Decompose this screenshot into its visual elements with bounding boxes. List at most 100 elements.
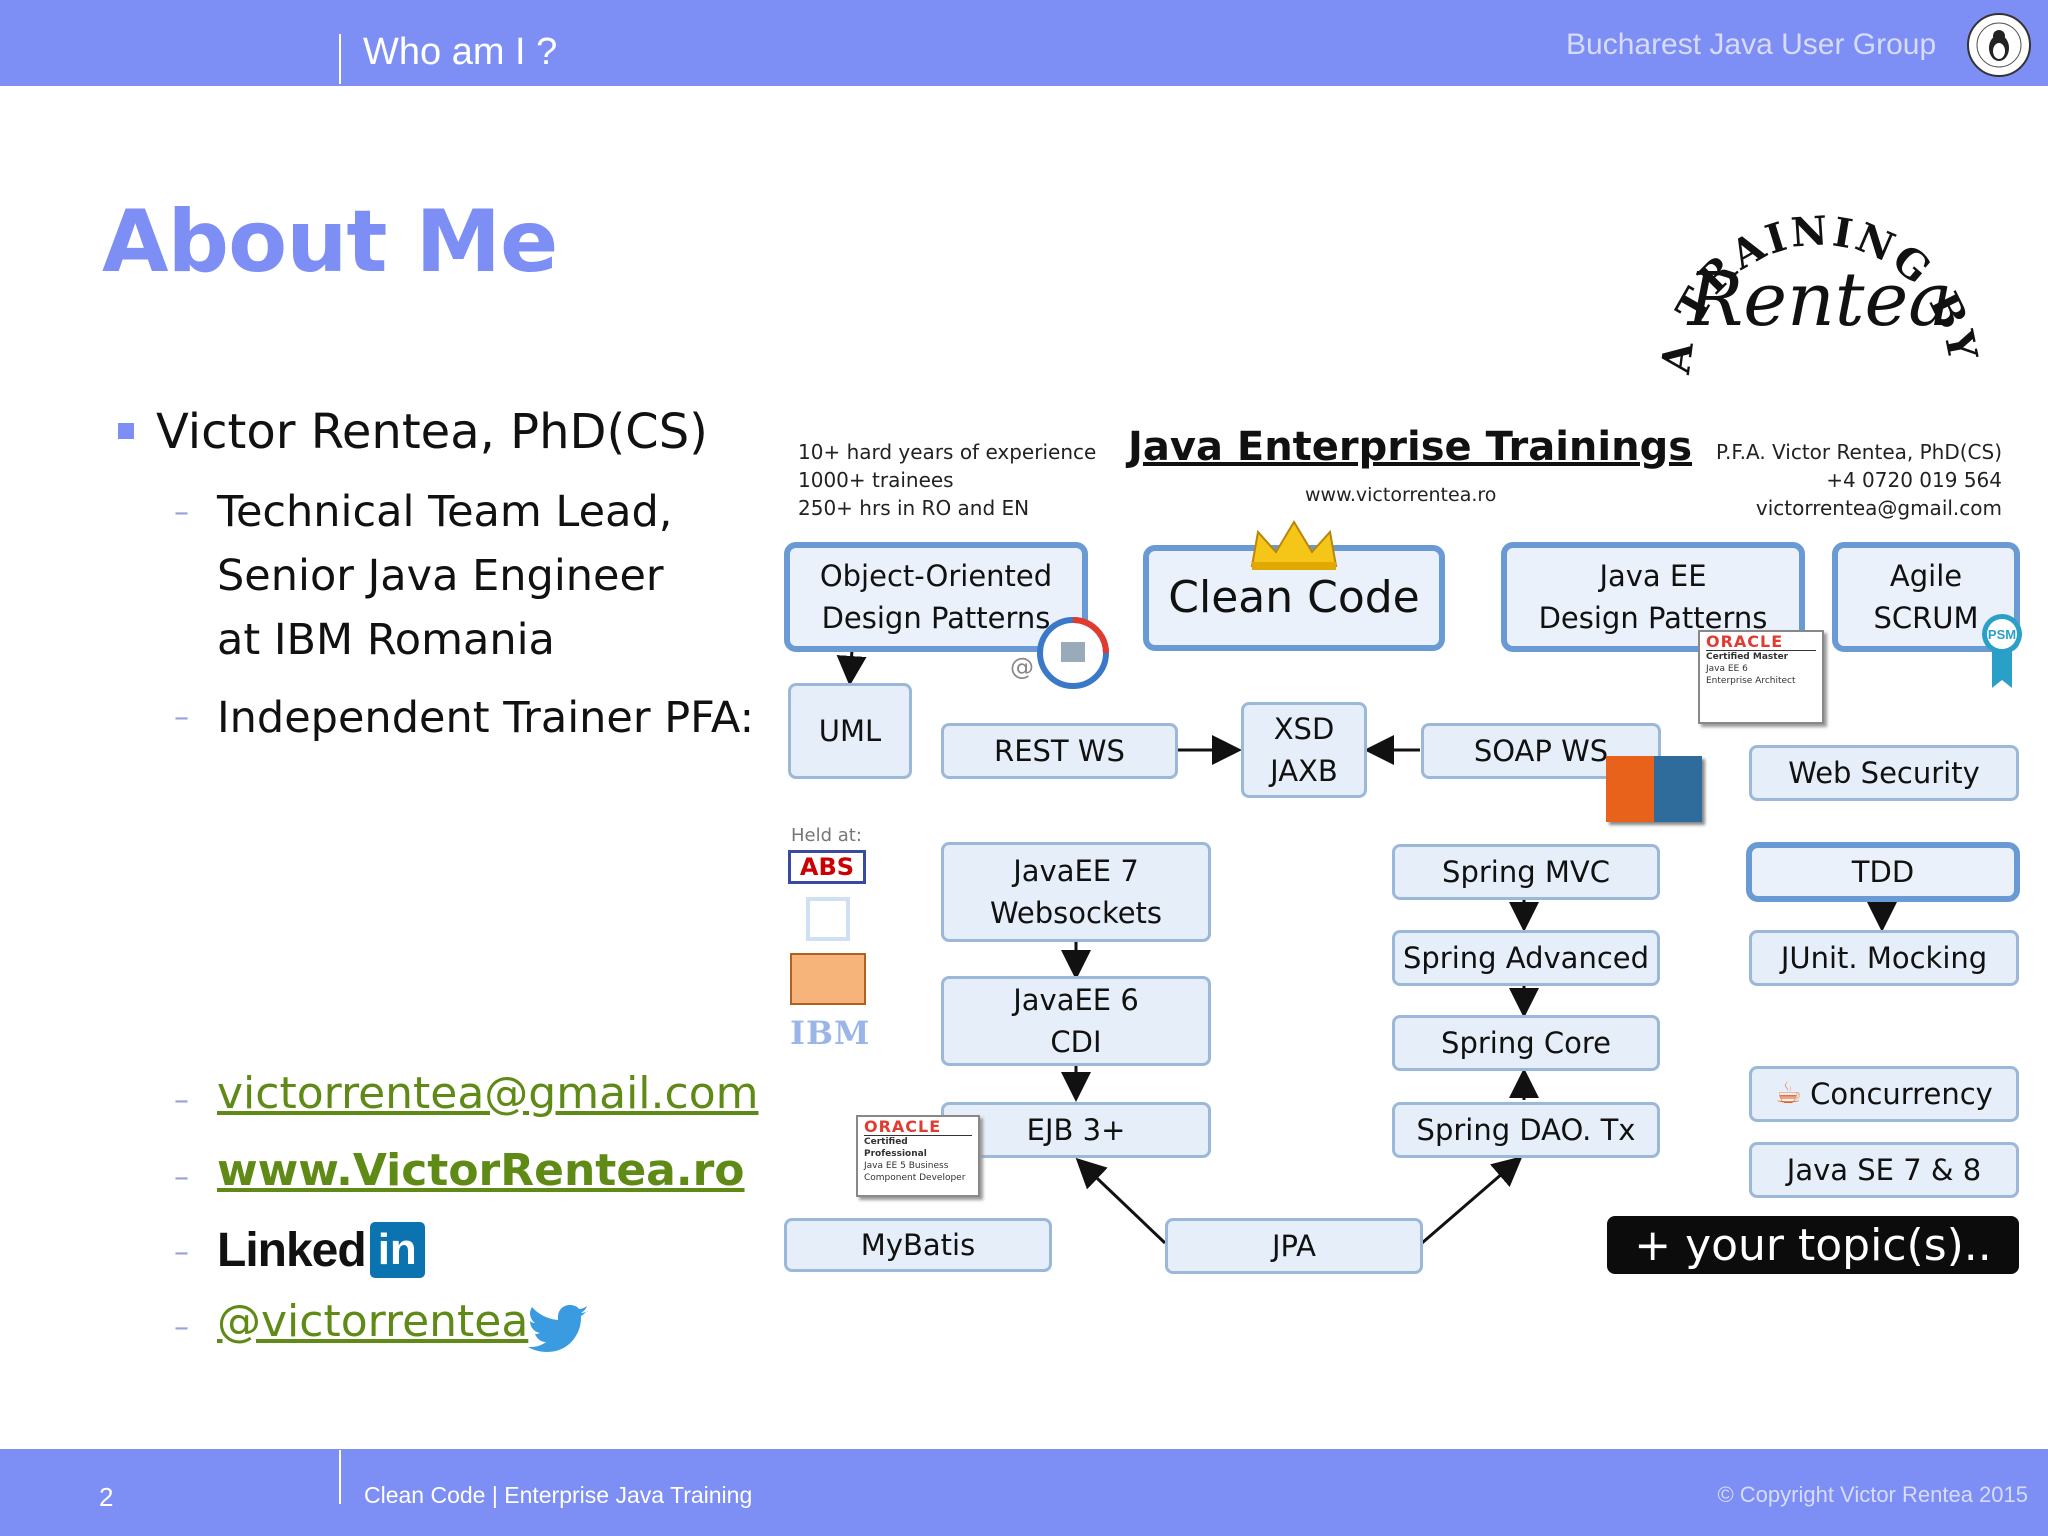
email-link[interactable]: victorrentea@gmail.com [217,1068,759,1119]
java-cup-icon: ☕ [1775,1076,1803,1111]
psm-label: PSM [1988,627,2016,642]
box-line: Object-Oriented [819,559,1053,593]
cert-line: Certified Master [1706,650,1816,663]
bullet-name: Victor Rentea, PhD(CS) [156,404,708,460]
diagram-title: Java Enterprise Trainings [1128,424,1693,470]
arrow-oodp-uml [836,649,867,686]
slide-title: About Me [102,192,558,292]
box-javaee6: JavaEE 6 CDI [941,976,1211,1066]
sun-java-cert-icon [1606,756,1702,822]
box-agile: Agile SCRUM [1832,542,2020,652]
header-section-title: Who am I ? [363,31,558,73]
oracle-cert-master: ORACLE Certified Master Java EE 6 Enterp… [1698,630,1824,724]
role-line: Technical Team Lead, [217,487,673,537]
box-uml: UML [788,683,912,779]
box-spring-dao: Spring DAO. Tx [1392,1102,1660,1158]
website-link[interactable]: www.VictorRentea.ro [217,1145,745,1196]
box-javase: Java SE 7 & 8 [1749,1142,2019,1198]
box-websec: Web Security [1749,745,2019,801]
header-group-name: Bucharest Java User Group [1566,28,1937,61]
box-jpa: JPA [1165,1218,1423,1274]
politehnica-logo-icon [1037,617,1109,689]
cert-line: Component Developer [864,1173,966,1183]
oracle-logo: ORACLE [1706,632,1784,651]
cert-line: Certified Professional [864,1135,972,1160]
role-line: Senior Java Engineer [217,551,664,601]
bullet-trainer: Independent Trainer PFA: [217,693,755,743]
deutsche-bank-logo-icon [806,897,850,941]
diagram-right-info: P.F.A. Victor Rentea, PhD(CS) +4 0720 01… [1640,438,2002,522]
dash-marker: – [174,1310,189,1345]
dash-marker: – [174,1160,189,1195]
box-line: JavaEE 7 [1013,854,1139,888]
info-line: P.F.A. Victor Rentea, PhD(CS) [1716,440,2002,464]
footer-separator [339,1450,341,1504]
held-at-label: Held at: [791,825,862,846]
box-rest: REST WS [941,723,1178,779]
dash-marker: – [174,1235,189,1270]
linkedin-icon: in [369,1222,425,1278]
header-bar [0,0,2048,86]
box-line: CDI [1050,1025,1102,1059]
info-line: 250+ hrs in RO and EN [798,496,1030,520]
footer-copyright: © Copyright Victor Rentea 2015 [1717,1482,2028,1507]
box-line: Design Patterns [1538,601,1768,635]
box-javaee7: JavaEE 7 Websockets [941,842,1211,942]
bullet-role: Technical Team Lead, Senior Java Enginee… [217,480,672,672]
box-line: Concurrency [1810,1077,1993,1111]
dash-marker: – [174,700,189,735]
cert-line: Enterprise Architect [1706,676,1796,686]
box-line: SCRUM [1873,601,1979,635]
footer-course: Clean Code | Enterprise Java Training [364,1482,753,1508]
box-ejb: EJB 3+ [941,1102,1211,1158]
dash-marker: – [174,1083,189,1118]
ing-lion-logo-icon [790,953,866,1005]
box-junit: JUnit. Mocking [1749,930,2019,986]
diagram-url: www.victorrentea.ro [1305,484,1497,506]
twitter-bird-icon [528,1305,588,1352]
box-xsd: XSD JAXB [1241,702,1367,798]
box-line: JavaEE 6 [1013,983,1139,1017]
twitter-link[interactable]: @victorrentea [217,1296,529,1347]
oracle-cert-professional: ORACLE Certified Professional Java EE 5 … [856,1115,980,1197]
page-number: 2 [99,1482,114,1512]
bullet-marker [118,423,134,439]
role-line: at IBM Romania [217,615,555,665]
box-concurrency: ☕ Concurrency [1749,1066,2019,1122]
info-line: 1000+ trainees [798,468,954,492]
header-separator [339,34,341,84]
box-line: Websockets [989,896,1163,930]
at-icon: @ [1010,653,1034,681]
box-line: Agile [1889,559,1963,593]
box-oodp: Object-Oriented Design Patterns [784,542,1088,652]
crown-icon [1250,520,1338,570]
box-your-topic: + your topic(s).. [1607,1216,2019,1274]
box-line: JAXB [1270,754,1338,788]
box-spring-core: Spring Core [1392,1015,1660,1071]
logo-signature: Rentea [1686,257,1953,343]
diagram-left-info: 10+ hard years of experience 1000+ train… [798,438,1096,522]
box-line: XSD [1273,712,1335,746]
linkedin-link[interactable]: Linked in [217,1222,425,1278]
arrow-jpa-dao [1421,1156,1523,1245]
box-mybatis: MyBatis [784,1218,1052,1272]
jug-logo-icon [1967,13,2031,77]
footer-bar [0,1449,2048,1536]
box-spring-mvc: Spring MVC [1392,844,1660,900]
cert-line: Java EE 5 Business [864,1161,949,1171]
linkedin-wordmark: Linked [217,1223,367,1277]
box-line: Design Patterns [821,601,1051,635]
info-line: +4 0720 019 564 [1826,468,2002,492]
psm-badge-icon: PSM [1982,614,2022,688]
cert-line: Java EE 6 [1706,664,1748,674]
ibm-logo: IBM [790,1014,871,1052]
info-line: victorrentea@gmail.com [1755,496,2002,520]
box-line: Java EE [1599,559,1707,593]
box-tdd: TDD [1746,842,2020,902]
oracle-logo: ORACLE [864,1117,942,1136]
training-logo: A TRAINING BY VICTOR RENTEA Rentea [1650,125,1980,382]
dash-marker: – [174,495,189,530]
info-line: 10+ hard years of experience [798,440,1097,464]
arrow-jpa-ejb [1075,1157,1167,1245]
